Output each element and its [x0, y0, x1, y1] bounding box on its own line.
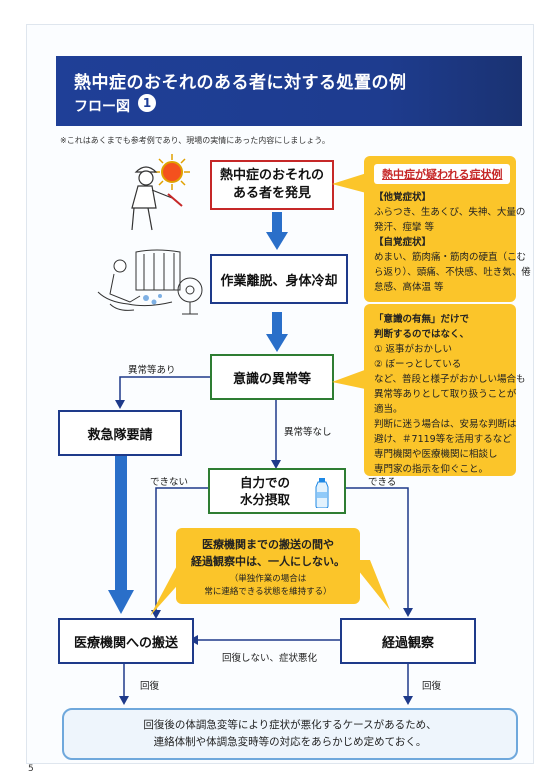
judgement-line-7: 適当。	[374, 404, 403, 415]
flow-number-badge: 1	[138, 94, 156, 112]
caution-line1: 医療機関までの搬送の間や	[202, 538, 334, 551]
judgement-line-5: など、普段と様子がおかしい場合も	[374, 374, 526, 385]
hydration-step-line2: 水分摂取	[240, 492, 291, 507]
label-worsen: 回復しない、症状悪化	[222, 653, 318, 664]
caution-line2: 経過観察中は、一人にしない。	[191, 555, 345, 568]
flow-arrow-down-1	[266, 212, 288, 250]
label-recover-left: 回復	[140, 681, 160, 692]
emergency-step-box: 救急隊要請	[58, 410, 182, 456]
aftercare-note-box: 回復後の体調急変等により症状が悪化するケースがあるため、 連絡体制や体調急変時等…	[62, 708, 518, 760]
discover-step-line1: 熱中症のおそれの	[219, 168, 324, 183]
transport-step-label: 医療機関への搬送	[73, 635, 178, 651]
judgement-line-11: 専門家の指示を仰ぐこと。	[374, 464, 489, 475]
hydration-step-box: 自力での 水分摂取	[208, 468, 346, 514]
caution-line4: 常に連絡できる状態を維持する）	[204, 587, 332, 597]
judgement-line-6: 異常等ありとして取り扱うことが	[374, 389, 517, 400]
symptom-callout: 熱中症が疑われる症状例 【他覚症状】 ふらつき、生あくび、失神、大量の 発汗、痙…	[364, 156, 531, 302]
label-cannot: できない	[150, 477, 189, 488]
hydration-step-line1: 自力での	[240, 475, 291, 490]
water-bottle-icon	[315, 478, 329, 508]
discover-step-line2: ある者を発見	[232, 186, 311, 201]
page-title: 熱中症のおそれのある者に対する処置の例	[74, 73, 407, 93]
page-header: 熱中症のおそれのある者に対する処置の例 フロー図 1	[56, 56, 522, 126]
resting-worker-illustration	[97, 249, 203, 315]
judgement-line-4: ② ぼーっとしている	[374, 359, 462, 370]
label-abnormal-yes: 異常等あり	[128, 365, 176, 376]
observe-step-box: 経過観察	[340, 618, 476, 664]
aftercare-note-line1: 回復後の体調急変等により症状が悪化するケースがあるため、	[143, 719, 437, 731]
label-can: できる	[368, 477, 397, 488]
judgement-line-3: ① 返事がおかしい	[374, 344, 453, 355]
discover-step-box: 熱中症のおそれの ある者を発見	[210, 160, 334, 210]
judgement-line-10: 専門機関や医療機関に相談し	[374, 449, 498, 460]
flow-subtitle: フロー図	[74, 99, 130, 115]
consciousness-step-label: 意識の異常等	[232, 371, 311, 387]
subjective-line2: 発汗、痙攣 等	[374, 222, 435, 233]
judgement-line-1: 「意識の有無」だけで	[374, 314, 470, 325]
remove-cool-step-label: 作業離脱、身体冷却	[220, 273, 338, 289]
objective-title: 【自覚症状】	[374, 237, 432, 248]
consciousness-step-box: 意識の異常等	[210, 354, 334, 400]
objective-line1: めまい、筋肉痛・筋肉の硬直（こむ	[374, 252, 527, 263]
caution-callout: 医療機関までの搬送の間や 経過観察中は、一人にしない。 （単独作業の場合は 常に…	[176, 528, 360, 604]
page-number: 5	[28, 764, 34, 774]
label-abnormal-no: 異常等なし	[284, 427, 332, 438]
sun-worker-illustration	[131, 154, 190, 231]
objective-line2: ら返り）、頭痛、不快感、吐き気、倦	[374, 267, 531, 278]
label-recover-right: 回復	[422, 681, 442, 692]
subjective-title: 【他覚症状】	[374, 192, 432, 203]
objective-line3: 怠感、高体温 等	[374, 282, 444, 293]
judgement-line-2: 判断するのではなく、	[374, 329, 470, 340]
symptom-title: 熱中症が疑われる症状例	[374, 164, 511, 184]
caution-line3: （単独作業の場合は	[229, 574, 307, 584]
subjective-line1: ふらつき、生あくび、失神、大量の	[374, 207, 526, 218]
judgement-callout: 「意識の有無」だけで 判断するのではなく、 ① 返事がおかしい ② ぼーっとして…	[364, 304, 526, 476]
judgement-callout-pointer	[332, 368, 370, 390]
flow-arrow-to-transport	[108, 444, 134, 614]
symptom-callout-pointer	[332, 172, 370, 194]
transport-step-box: 医療機関への搬送	[58, 618, 194, 664]
observe-step-label: 経過観察	[381, 635, 434, 651]
judgement-line-8: 判断に迷う場合は、安易な判断は	[374, 419, 517, 430]
judgement-line-9: 避け、＃7119等を活用するなど	[374, 434, 512, 445]
sun-icon	[154, 154, 190, 190]
aftercare-note-line2: 連絡体制や体調急変時等の対応をあらかじめ定めておく。	[153, 736, 427, 748]
flow-arrow-down-2	[266, 312, 288, 352]
emergency-step-label: 救急隊要請	[87, 427, 153, 443]
reference-note: ※これはあくまでも参考例であり、現場の実情にあった内容にしましょう。	[60, 136, 330, 145]
remove-cool-step-box: 作業離脱、身体冷却	[210, 254, 348, 304]
